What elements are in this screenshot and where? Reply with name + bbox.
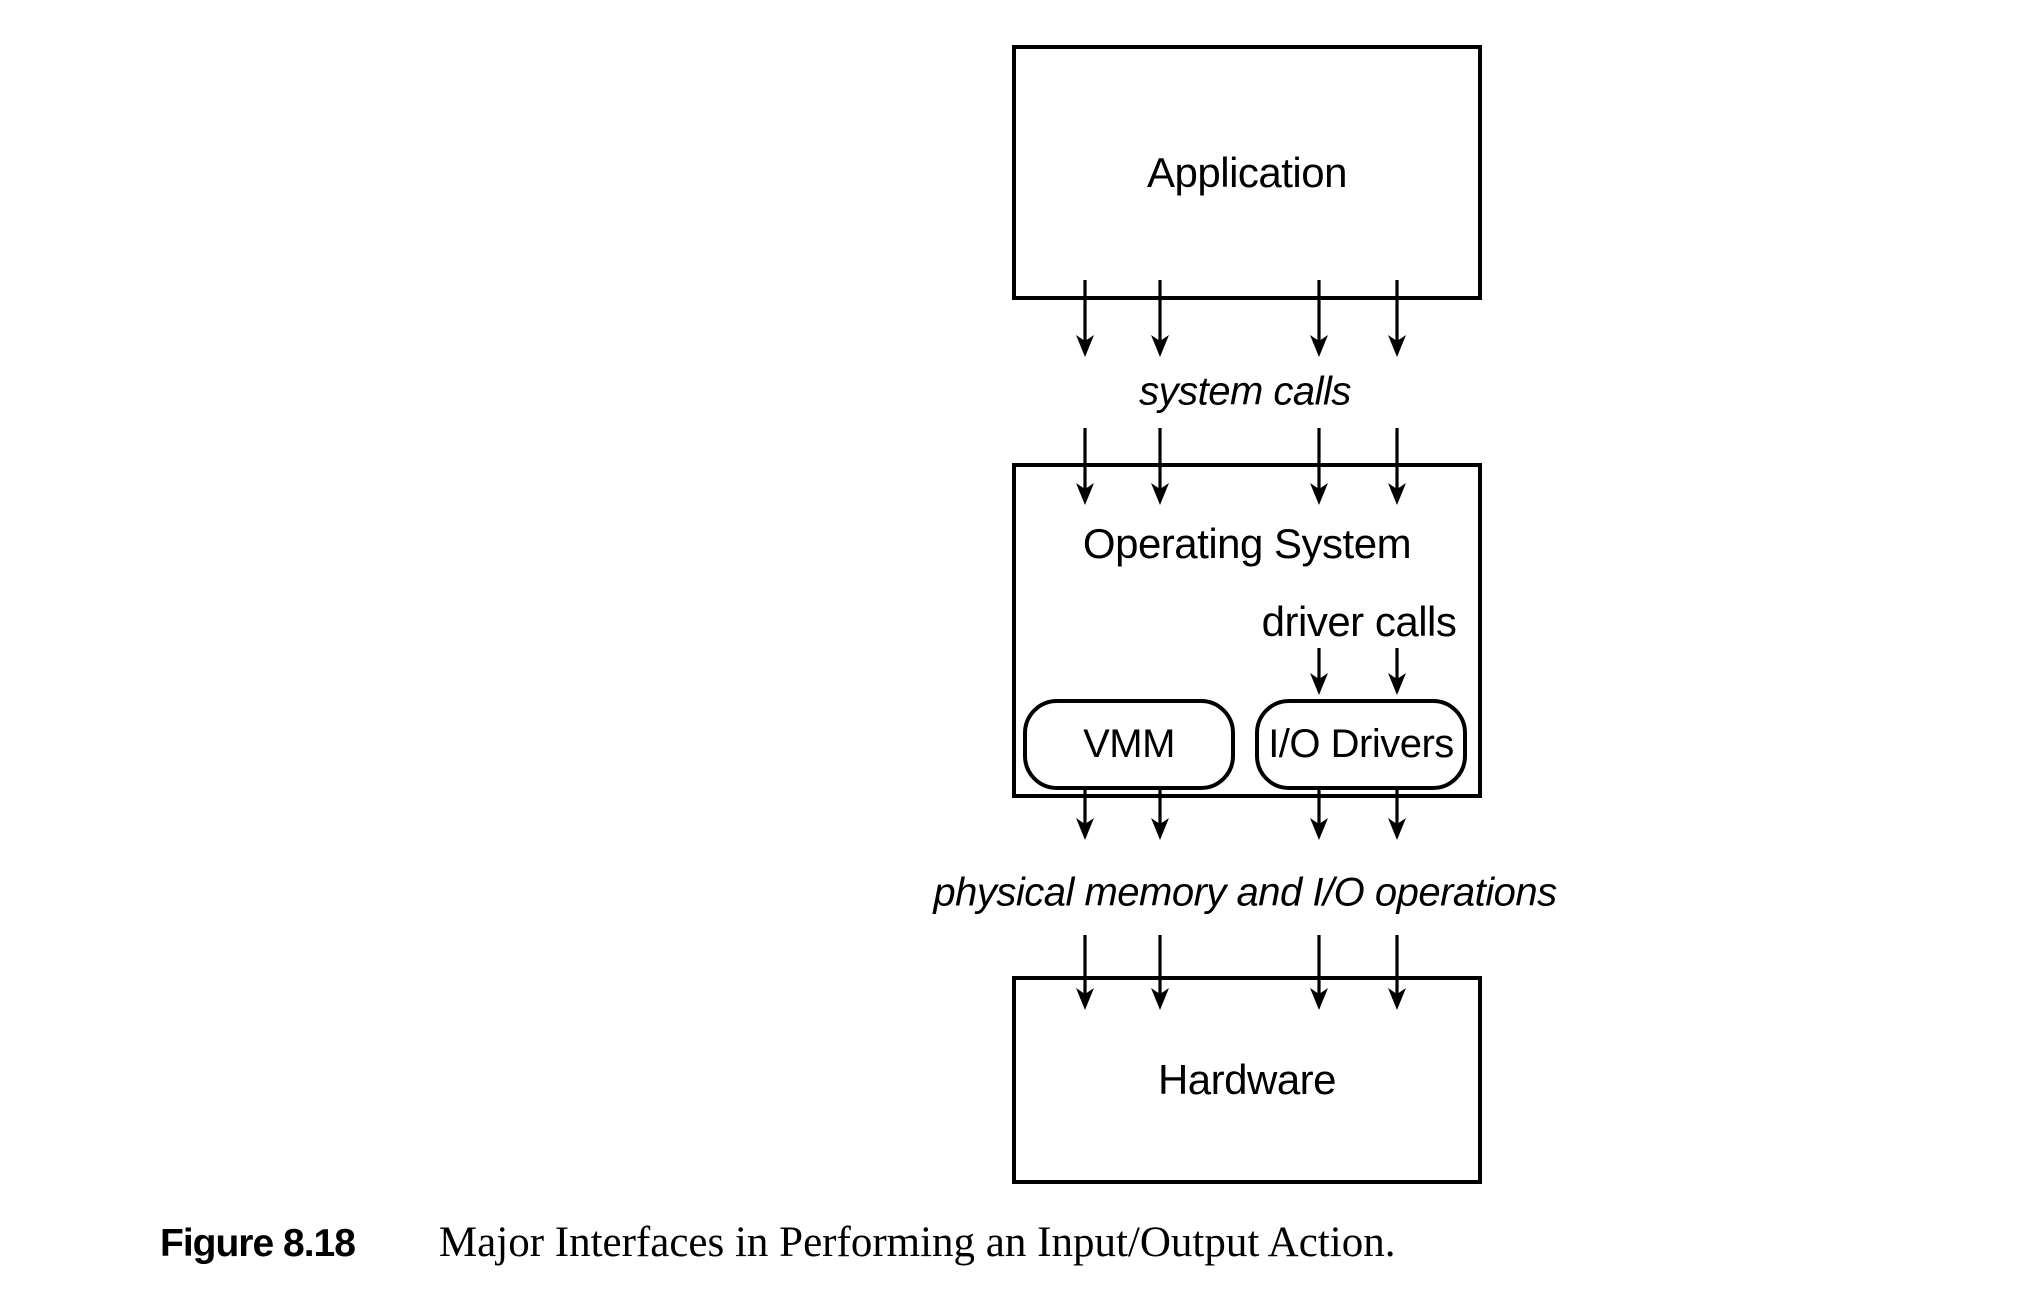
figure-caption-number: Figure 8.18 — [160, 1222, 356, 1265]
vmm-module: VMM — [1023, 699, 1235, 790]
physical-ops-label: physical memory and I/O operations — [933, 870, 1557, 915]
hardware-box: Hardware — [1012, 976, 1482, 1184]
io-drivers-label: I/O Drivers — [1268, 722, 1454, 766]
application-box: Application — [1012, 45, 1482, 300]
hardware-label: Hardware — [1157, 1056, 1337, 1103]
figure-caption-title: Major Interfaces in Performing an Input/… — [438, 1219, 1396, 1266]
operating-system-label: Operating System — [1082, 520, 1412, 567]
operating-system-box: Operating System — [1012, 463, 1482, 798]
system-calls-label: system calls — [1139, 369, 1351, 414]
io-drivers-module: I/O Drivers — [1255, 699, 1467, 790]
vmm-label: VMM — [1083, 722, 1175, 766]
driver-calls-label: driver calls — [1261, 598, 1457, 645]
figure-caption: Figure 8.18 Major Interfaces in Performi… — [160, 1218, 1395, 1267]
application-label: Application — [1147, 148, 1347, 196]
